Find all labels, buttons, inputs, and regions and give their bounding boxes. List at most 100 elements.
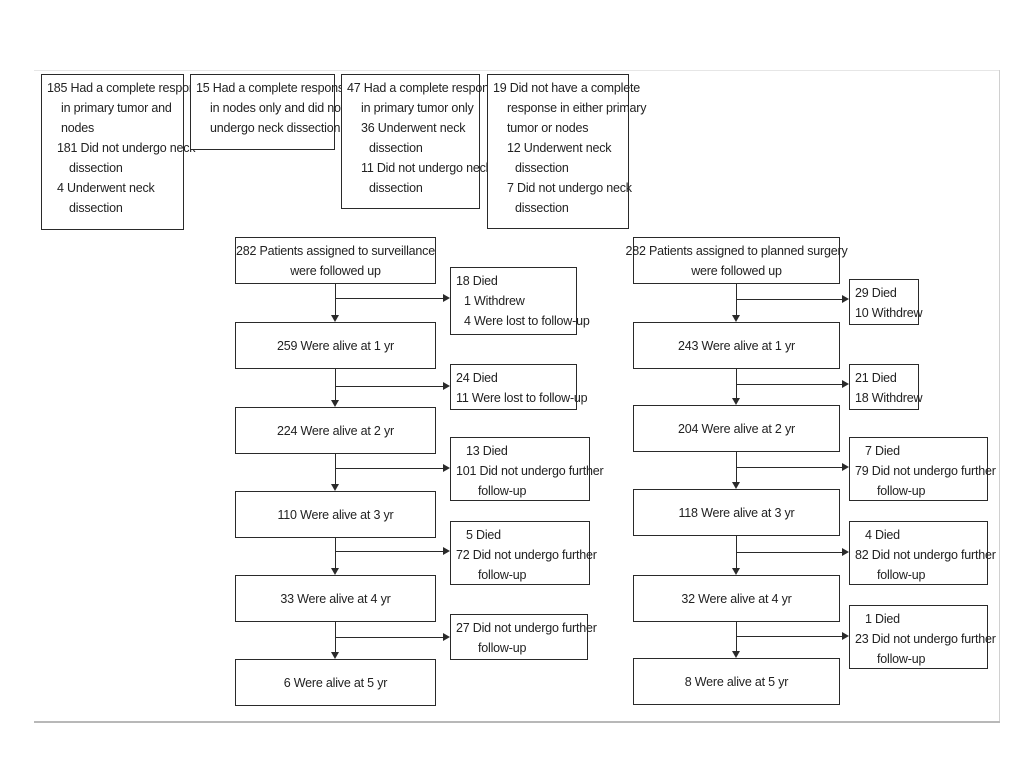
header-line: 282 Patients assigned to surveillance	[236, 243, 435, 258]
arrow-right-icon	[842, 463, 849, 471]
box-line: 36 Underwent neck	[361, 121, 466, 135]
surveillance-alive-box: 6 Were alive at 5 yr	[235, 659, 436, 706]
surveillance-exit-box: 13 Died 101 Did not undergo further foll…	[450, 437, 604, 501]
box-line: 11 Did not undergo neck	[361, 161, 492, 175]
alive-count: 243 Were alive at 1 yr	[678, 338, 795, 353]
exit-line: follow-up	[877, 652, 926, 666]
surveillance-alive-box: 224 Were alive at 2 yr	[235, 407, 436, 454]
exit-line: follow-up	[877, 484, 926, 498]
surgery-alive-box: 243 Were alive at 1 yr	[633, 322, 840, 369]
arrow-down-icon	[331, 652, 339, 659]
connector-line	[335, 637, 443, 638]
arrow-right-icon	[443, 464, 450, 472]
surveillance-exit-box: 27 Did not undergo further follow-up	[450, 614, 597, 660]
connector-line	[335, 284, 336, 315]
frame-bottom-border	[34, 721, 1000, 723]
box-line: dissection	[515, 161, 569, 175]
alive-count: 32 Were alive at 4 yr	[681, 591, 792, 606]
surgery-exit-box: 7 Died 79 Did not undergo further follow…	[849, 437, 996, 501]
exit-line: 79 Did not undergo further	[855, 464, 996, 478]
arrow-down-icon	[331, 568, 339, 575]
surveillance-alive-box: 33 Were alive at 4 yr	[235, 575, 436, 622]
exit-line: 82 Did not undergo further	[855, 548, 996, 562]
response-box-nodes-only: 15 Had a complete response in nodes only…	[190, 74, 351, 150]
arrow-right-icon	[842, 380, 849, 388]
header-line: were followed up	[290, 263, 381, 278]
connector-line	[335, 386, 443, 387]
box-line: dissection	[515, 201, 569, 215]
arrow-right-icon	[443, 633, 450, 641]
alive-count: 6 Were alive at 5 yr	[283, 675, 388, 690]
box-line: undergo neck dissection	[210, 121, 341, 135]
box-line: in nodes only and did not	[210, 101, 344, 115]
header-line: were followed up	[691, 263, 782, 278]
box-line: dissection	[69, 201, 123, 215]
connector-line	[736, 552, 842, 553]
arrow-down-icon	[732, 482, 740, 489]
box-line: in primary tumor and	[61, 101, 172, 115]
surgery-alive-box: 8 Were alive at 5 yr	[633, 658, 840, 705]
box-line: tumor or nodes	[507, 121, 589, 135]
box-line: 185 Had a complete response	[47, 81, 209, 95]
box-line: 4 Underwent neck	[57, 181, 155, 195]
arrow-right-icon	[842, 548, 849, 556]
surgery-exit-box: 4 Died 82 Did not undergo further follow…	[849, 521, 996, 585]
surgery-header-box: 282 Patients assigned to planned surgery…	[625, 237, 848, 284]
connector-line	[335, 551, 443, 552]
surgery-exit-box: 1 Died 23 Did not undergo further follow…	[849, 605, 996, 669]
header-line: 282 Patients assigned to planned surgery	[625, 243, 848, 258]
surgery-alive-box: 204 Were alive at 2 yr	[633, 405, 840, 452]
exit-line: 18 Withdrew	[855, 391, 923, 405]
exit-line: 29 Died	[855, 286, 897, 300]
box-line: dissection	[69, 161, 123, 175]
alive-count: 204 Were alive at 2 yr	[678, 421, 795, 436]
arrow-down-icon	[732, 398, 740, 405]
exit-line: 13 Died	[466, 444, 508, 458]
alive-count: 110 Were alive at 3 yr	[277, 507, 394, 522]
alive-count: 33 Were alive at 4 yr	[280, 591, 391, 606]
exit-line: 4 Were lost to follow-up	[464, 314, 590, 328]
alive-count: 259 Were alive at 1 yr	[277, 338, 394, 353]
connector-line	[335, 538, 336, 568]
response-box-no-complete: 19 Did not have a complete response in e…	[487, 74, 647, 229]
connector-line	[736, 369, 737, 398]
arrow-right-icon	[443, 294, 450, 302]
exit-line: 72 Did not undergo further	[456, 548, 597, 562]
exit-line: 101 Did not undergo further	[456, 464, 604, 478]
box-line: response in either primary	[507, 101, 647, 115]
box-line: 15 Had a complete response	[196, 81, 351, 95]
connector-line	[335, 369, 336, 400]
surgery-exit-box: 21 Died 18 Withdrew	[849, 364, 923, 410]
arrow-down-icon	[732, 651, 740, 658]
alive-count: 224 Were alive at 2 yr	[277, 423, 394, 438]
arrow-down-icon	[732, 315, 740, 322]
box-line: dissection	[369, 141, 423, 155]
box-line: 7 Did not undergo neck	[507, 181, 632, 195]
box-line: 47 Had a complete response	[347, 81, 502, 95]
exit-line: follow-up	[478, 641, 527, 655]
box-line: 19 Did not have a complete	[493, 81, 640, 95]
exit-line: 7 Died	[865, 444, 900, 458]
arrow-right-icon	[842, 295, 849, 303]
arrow-right-icon	[842, 632, 849, 640]
surveillance-exit-box: 18 Died 1 Withdrew 4 Were lost to follow…	[450, 267, 590, 335]
exit-line: follow-up	[877, 568, 926, 582]
connector-line	[335, 454, 336, 484]
arrow-down-icon	[732, 568, 740, 575]
alive-count: 8 Were alive at 5 yr	[684, 674, 789, 689]
connector-line	[736, 467, 842, 468]
arrow-down-icon	[331, 315, 339, 322]
arrow-down-icon	[331, 484, 339, 491]
box-line: dissection	[369, 181, 423, 195]
surgery-exit-box: 29 Died 10 Withdrew	[849, 279, 922, 325]
box-line: 181 Did not undergo neck	[57, 141, 196, 155]
exit-line: 27 Did not undergo further	[456, 621, 597, 635]
surgery-alive-box: 32 Were alive at 4 yr	[633, 575, 840, 622]
alive-count: 118 Were alive at 3 yr	[678, 505, 795, 520]
arrow-right-icon	[443, 382, 450, 390]
box-line: 12 Underwent neck	[507, 141, 612, 155]
exit-line: 1 Died	[865, 612, 900, 626]
exit-line: 4 Died	[865, 528, 900, 542]
exit-line: 18 Died	[456, 274, 498, 288]
